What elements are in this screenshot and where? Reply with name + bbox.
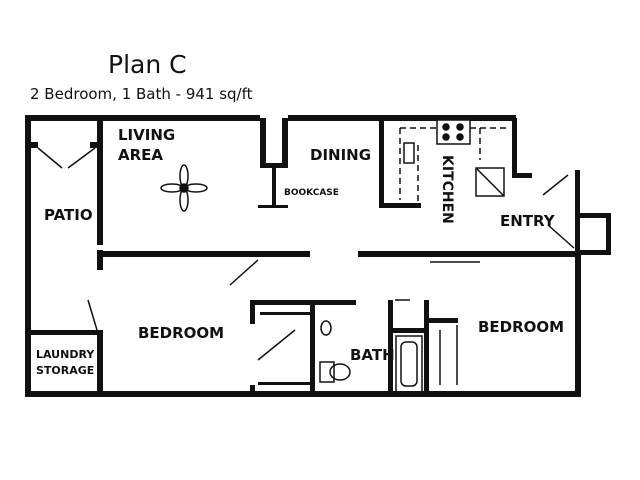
label-patio: PATIO — [44, 206, 93, 224]
label-area: AREA — [118, 146, 163, 164]
label-bedroom-right: BEDROOM — [478, 318, 564, 336]
walls — [25, 115, 611, 397]
label-dining: DINING — [310, 146, 371, 164]
label-entry: ENTRY — [500, 212, 556, 230]
label-storage: STORAGE — [36, 364, 94, 377]
label-bedroom-left: BEDROOM — [138, 324, 224, 342]
label-laundry: LAUNDRY — [36, 348, 95, 361]
plan-subtitle: 2 Bedroom, 1 Bath - 941 sq/ft — [30, 85, 253, 103]
label-living: LIVING — [118, 126, 175, 144]
room-labels: LIVING AREA DINING BOOKCASE KITCHEN ENTR… — [36, 126, 564, 377]
fixtures — [160, 119, 505, 393]
plan-title: Plan C — [108, 50, 187, 79]
openings — [30, 127, 578, 385]
label-kitchen: KITCHEN — [439, 155, 455, 224]
label-bookcase: BOOKCASE — [284, 188, 339, 198]
label-bath: BATH — [350, 346, 395, 364]
